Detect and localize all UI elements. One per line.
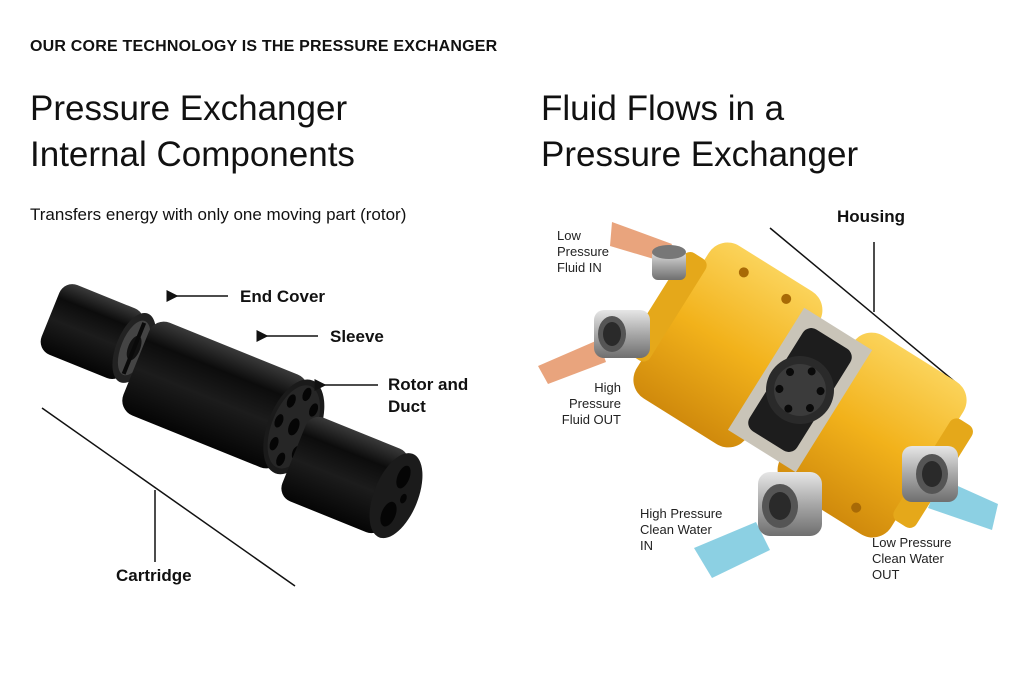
- pressure-exchanger-illustration: [538, 222, 998, 578]
- housing-bracket-line: [769, 227, 961, 387]
- lp-fluid-in-line-2: Pressure: [557, 244, 610, 259]
- housing-label: Housing: [837, 207, 905, 226]
- hp-water-in-label: High Pressure Clean Water IN: [640, 506, 722, 554]
- cartridge-illustration: [40, 284, 423, 587]
- left-panel-subtitle: Transfers energy with only one moving pa…: [30, 205, 407, 224]
- lp-fluid-in-line-1: Low: [557, 228, 581, 243]
- hp-water-in-fitting: [758, 472, 822, 536]
- right-panel-title: Fluid Flows in a Pressure Exchanger: [541, 86, 981, 178]
- cartridge-label: Cartridge: [116, 566, 192, 585]
- lp-water-out-line-1: Low Pressure: [872, 535, 952, 550]
- rotor-and-duct-label: Rotor and Duct: [388, 374, 468, 418]
- hp-fluid-out-arrow: [538, 340, 606, 384]
- hp-water-in-line-3: IN: [640, 538, 653, 553]
- rotor-label-line-1: Rotor and: [388, 375, 469, 394]
- end-cover-label: End Cover: [240, 287, 326, 306]
- right-title-line-2: Pressure Exchanger: [541, 135, 859, 174]
- lp-water-out-fitting: [902, 446, 958, 502]
- eyebrow-heading: OUR CORE TECHNOLOGY IS THE PRESSURE EXCH…: [30, 38, 498, 55]
- cartridge-bracket-line: [41, 407, 296, 587]
- hp-fluid-out-fitting: [594, 310, 650, 358]
- front-end-cover-part: [281, 416, 423, 539]
- hp-fluid-out-line-3: Fluid OUT: [561, 412, 621, 427]
- left-title-line-1: Pressure Exchanger: [30, 89, 348, 128]
- hp-water-in-arrow: [694, 522, 770, 578]
- lp-water-out-line-2: Clean Water: [872, 551, 944, 566]
- lp-fluid-in-label: Low Pressure Fluid IN: [557, 228, 609, 276]
- lp-fluid-in-line-3: Fluid IN: [557, 260, 602, 275]
- left-title-line-2: Internal Components: [30, 135, 355, 174]
- sleeve-label: Sleeve: [330, 327, 384, 346]
- left-panel-title: Pressure Exchanger Internal Components: [30, 86, 470, 178]
- hp-water-in-line-1: High Pressure: [640, 506, 723, 521]
- hp-fluid-out-line-1: High: [594, 380, 621, 395]
- lp-water-out-label: Low Pressure Clean Water OUT: [872, 535, 951, 583]
- hp-fluid-out-label: High Pressure Fluid OUT: [561, 380, 621, 428]
- right-title-line-1: Fluid Flows in a: [541, 89, 785, 128]
- rotor-label-line-2: Duct: [388, 397, 426, 416]
- lp-water-out-line-3: OUT: [872, 567, 900, 582]
- hp-water-in-line-2: Clean Water: [640, 522, 712, 537]
- lp-fluid-in-fitting: [652, 245, 686, 280]
- hp-fluid-out-line-2: Pressure: [568, 396, 621, 411]
